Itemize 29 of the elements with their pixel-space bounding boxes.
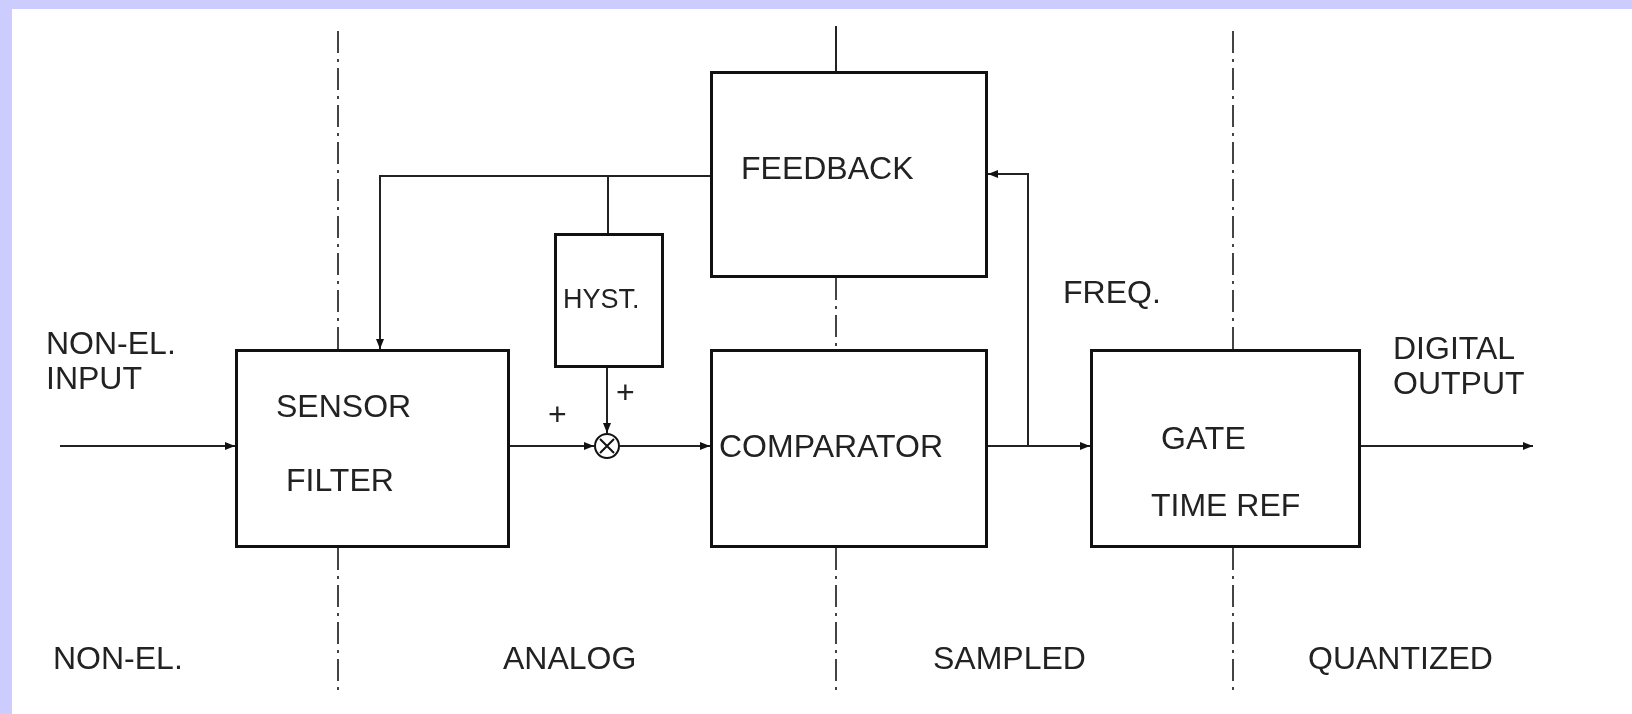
region-label: NON-EL.: [53, 641, 184, 677]
box-label: SENSOR: [276, 390, 412, 422]
box-label: COMPARATOR: [719, 430, 943, 462]
process-box: [235, 349, 510, 548]
arrow: [987, 170, 1029, 447]
region-label: SAMPLED: [933, 641, 1087, 677]
region-label: QUANTIZED: [1308, 641, 1494, 677]
process-box: [710, 71, 988, 278]
arrow: [619, 442, 711, 450]
sign-label: +: [616, 375, 636, 411]
box-label: FILTER: [286, 464, 394, 496]
signal-label: NON-EL. INPUT: [46, 326, 177, 397]
process-box: [1090, 349, 1361, 548]
signal-label: DIGITAL OUTPUT: [1393, 331, 1526, 402]
arrow: [59, 442, 236, 450]
connector-line: [607, 175, 711, 234]
box-label: HYST.: [563, 286, 640, 313]
process-box: [554, 233, 664, 368]
region-label: ANALOG: [503, 641, 638, 677]
sign-label: +: [548, 397, 568, 433]
box-label: TIME REF: [1151, 489, 1301, 521]
box-label: FEEDBACK: [741, 152, 914, 184]
arrow: [509, 442, 595, 450]
box-label: GATE: [1161, 422, 1246, 454]
arrow: [603, 367, 611, 434]
signal-label: FREQ.: [1063, 275, 1162, 311]
process-box: [710, 349, 988, 548]
arrow: [1360, 442, 1534, 450]
connector-line: [835, 25, 837, 72]
